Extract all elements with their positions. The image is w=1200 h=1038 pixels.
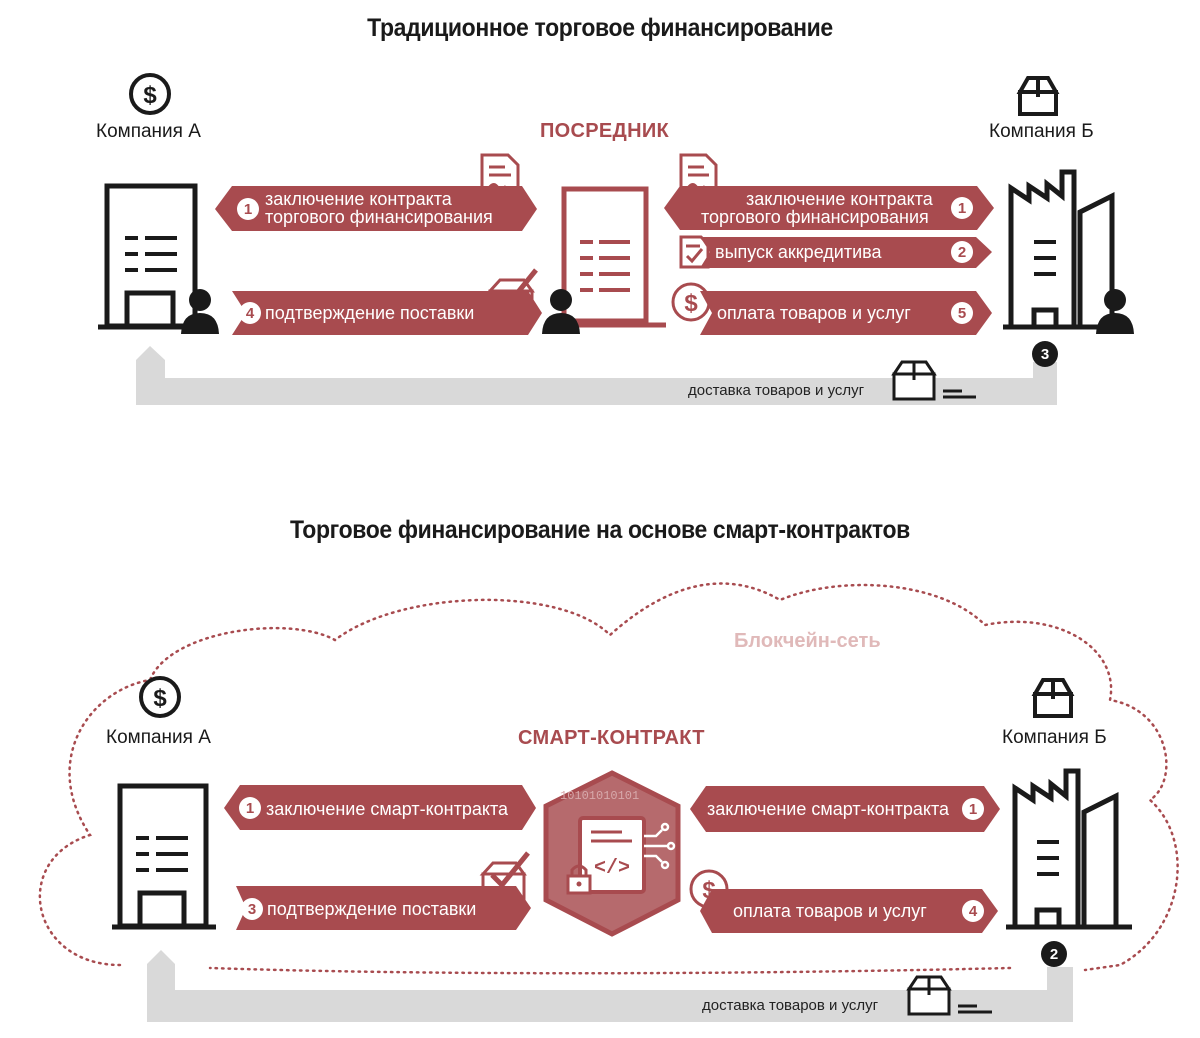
top-left-arrow-1-line2: торгового финансирования — [265, 207, 493, 227]
bottom-company-a-building — [112, 783, 216, 930]
top-right-arrow-1-line2: торгового финансирования — [701, 207, 929, 227]
top-delivery-track — [136, 346, 1057, 405]
svg-text:$: $ — [153, 685, 167, 712]
top-contract-doc-icon-right — [679, 153, 718, 198]
bottom-left-arrow-1-num: 1 — [245, 800, 255, 817]
bottom-right-arrow-1-shape — [690, 786, 1000, 832]
smart-contract-label: СМАРТ-КОНТРАКТ — [518, 727, 705, 749]
top-title: Традиционное торговое финансирование — [367, 14, 833, 42]
top-left-arrow-1-line1: заключение контракта — [265, 189, 452, 209]
blockchain-network-label: Блокчейн-сеть — [734, 630, 881, 652]
bottom-left-arrow-1-shape — [224, 785, 536, 830]
bottom-right-arrow-1-text: заключение смарт-контракта — [707, 799, 950, 819]
top-right-arrow-5-shape — [700, 291, 992, 335]
lock-icon — [566, 864, 592, 895]
top-company-b-label: Компания Б — [989, 121, 1094, 142]
svg-text:$: $ — [684, 290, 698, 317]
top-contract-doc-icon-left — [480, 153, 520, 198]
top-delivery-label: доставка товаров и услуг — [688, 382, 865, 399]
top-box-icon-b — [1016, 76, 1060, 116]
top-left-arrow-4-num: 4 — [245, 305, 255, 322]
top-left-arrow-1-num: 1 — [243, 201, 253, 218]
bottom-delivery-label: доставка товаров и услуг — [702, 997, 879, 1014]
top-step-3-badge — [1032, 341, 1058, 367]
top-right-arrow-1-line1: заключение контракта — [746, 189, 933, 209]
bottom-company-a-label: Компания А — [106, 727, 211, 748]
top-delivery-box-icon — [891, 360, 976, 401]
top-person-intermediary-icon — [542, 289, 580, 334]
top-right-arrow-5-num: 5 — [957, 305, 967, 322]
bottom-left-arrow-3-shape — [236, 886, 531, 930]
bottom-right-arrow-4-num: 4 — [968, 903, 978, 920]
top-right-arrow-2-num: 2 — [957, 244, 967, 261]
top-person-b-icon — [1096, 289, 1134, 334]
bottom-right-arrow-4-text: оплата товаров и услуг — [733, 901, 927, 921]
bottom-step-2-badge — [1041, 941, 1067, 967]
bottom-title: Торговое финансирование на основе смарт-… — [290, 516, 910, 544]
top-dollar-icon-a: $ — [129, 73, 171, 115]
svg-text:</>: </> — [594, 857, 630, 880]
bottom-delivery-box-icon — [906, 975, 992, 1016]
top-left-arrow-4-shape — [232, 291, 542, 335]
bottom-company-b-factory — [1006, 768, 1132, 930]
bottom-box-icon-b — [1031, 678, 1075, 718]
top-right-arrow-1-shape — [664, 186, 994, 230]
intermediary-label: ПОСРЕДНИК — [540, 120, 670, 142]
top-company-a-label: Компания А — [96, 121, 201, 142]
bottom-dollar-icon-a: $ — [139, 676, 181, 718]
top-company-a-building — [98, 183, 206, 330]
bottom-step-2-label: 2 — [1049, 946, 1059, 963]
top-right-arrow-2-text: выпуск аккредитива — [715, 242, 882, 262]
bottom-left-arrow-1-text: заключение смарт-контракта — [266, 799, 509, 819]
top-left-arrow-4-text: подтверждение поставки — [265, 303, 475, 323]
top-right-arrow-2-shape — [700, 237, 992, 268]
top-step-3-label: 3 — [1040, 346, 1050, 363]
smart-contract-hexagon: </> — [543, 770, 681, 937]
bottom-company-b-label: Компания Б — [1002, 727, 1107, 748]
blockchain-network-cloud — [38, 582, 1179, 975]
bottom-right-arrow-4-shape — [700, 889, 998, 933]
top-person-a-icon — [181, 289, 219, 334]
top-right-arrow-1-num: 1 — [957, 200, 967, 217]
bottom-left-arrow-3-num: 3 — [247, 901, 257, 918]
top-right-arrow-5-text: оплата товаров и услуг — [717, 303, 911, 323]
bottom-delivery-track — [147, 950, 1073, 1022]
bottom-left-arrow-3-text: подтверждение поставки — [267, 899, 477, 919]
top-left-arrow-1-shape — [215, 186, 537, 231]
svg-text:$: $ — [143, 82, 157, 109]
bottom-right-arrow-1-num: 1 — [968, 801, 978, 818]
